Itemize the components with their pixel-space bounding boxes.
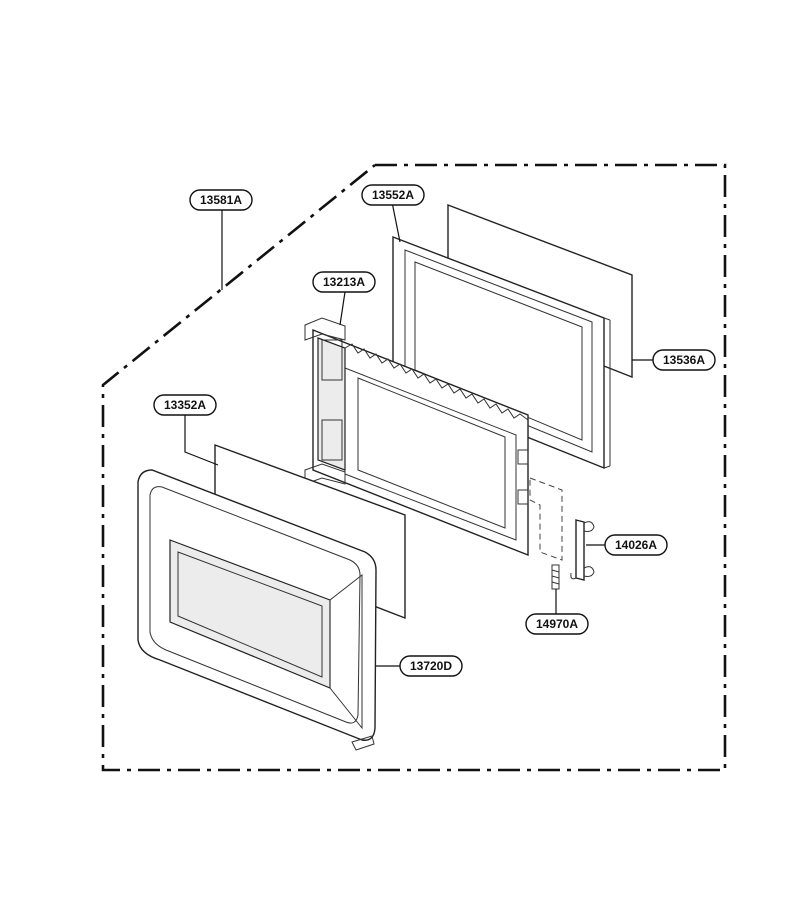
callout-14970A: 14970A xyxy=(525,613,589,635)
callout-label: 13536A xyxy=(663,353,705,367)
door-frame xyxy=(304,317,529,557)
callout-label: 13352A xyxy=(164,398,206,412)
latch-guide xyxy=(529,477,563,561)
callout-label: 14970A xyxy=(536,617,578,631)
callout-13536A: 13536A xyxy=(652,349,716,371)
leader-13352A xyxy=(184,415,219,466)
callout-label: 13581A xyxy=(200,193,242,207)
assembly-boundary xyxy=(101,163,727,772)
callout-13720D: 13720D xyxy=(399,655,463,677)
door-panel xyxy=(137,469,377,751)
callout-label: 13552A xyxy=(372,188,414,202)
leader-13213A xyxy=(339,291,346,326)
callout-label: 14026A xyxy=(615,538,657,552)
callout-13213A: 13213A xyxy=(312,271,376,293)
latch-spring xyxy=(551,564,560,590)
callout-14026A: 14026A xyxy=(604,534,668,556)
latch-key xyxy=(570,519,595,581)
leader-13552A xyxy=(391,201,401,243)
callout-13581A: 13581A xyxy=(189,189,253,211)
callout-label: 13720D xyxy=(410,659,452,673)
callout-label: 13213A xyxy=(323,275,365,289)
callout-13552A: 13552A xyxy=(361,184,425,206)
choke-cover xyxy=(392,235,611,470)
callout-13352A: 13352A xyxy=(153,394,217,416)
